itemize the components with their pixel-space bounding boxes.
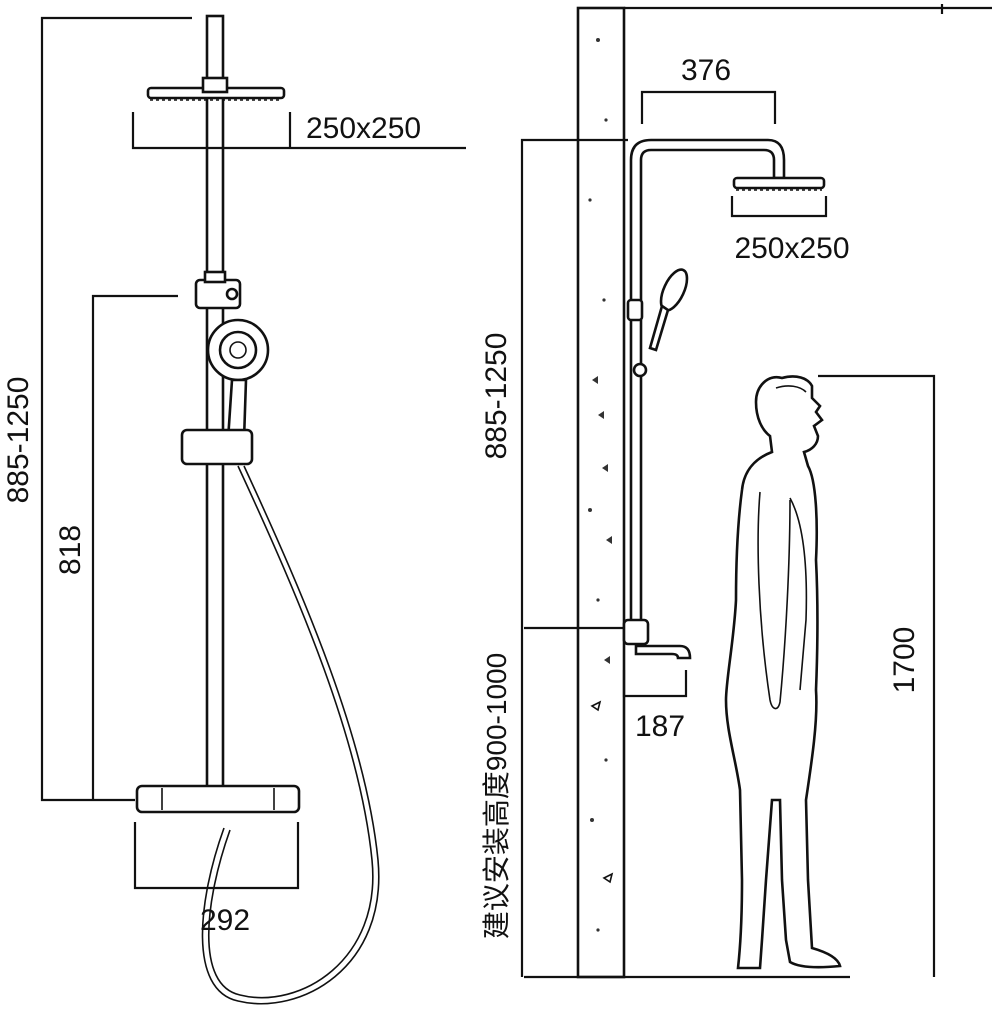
head-size-label-front: 250x250 [306, 112, 421, 145]
shower-hose [208, 465, 374, 999]
install-height-dimension [520, 626, 634, 977]
install-height-note: 建议安装高度900-1000 [481, 653, 512, 939]
mixer-width-dimension [133, 822, 300, 890]
hand-shower-holder [180, 428, 254, 466]
hand-shower [206, 318, 270, 442]
side-hand-shower [626, 268, 689, 378]
arm-reach-dimension [640, 90, 777, 124]
diverter-height-label: 818 [54, 525, 87, 575]
overhead-shower-head [146, 76, 286, 101]
person-silhouette [724, 375, 842, 970]
head-size-dimension-side [730, 196, 828, 218]
diverter-height-dimension [91, 294, 178, 800]
front-view: 885-1250 818 250x250 [2, 14, 466, 1005]
diverter-block [194, 270, 242, 310]
total-height-label-left: 885-1250 [2, 377, 35, 504]
total-height-dimension-left [40, 16, 192, 802]
mixer-bar [135, 784, 301, 814]
mixer-width-label: 292 [200, 904, 250, 937]
arm-reach-label: 376 [681, 54, 731, 87]
person-height-label: 1700 [888, 627, 921, 694]
spout-reach-label: 187 [635, 710, 685, 743]
head-size-dimension-front [131, 112, 466, 150]
side-overhead-shower-head [732, 176, 826, 191]
total-height-dimension-side [520, 138, 628, 628]
wall-texture [588, 38, 614, 932]
spout-reach-dimension [622, 670, 688, 698]
side-mixer-spout [622, 618, 692, 660]
wall-section [576, 6, 626, 979]
side-view: 250x250 376 885-1250 建议安装高度900-1000 [480, 4, 992, 979]
total-height-label-side: 885-1250 [480, 333, 513, 460]
person-height-dimension [818, 374, 936, 977]
riser-pipe [205, 14, 225, 794]
head-size-label-side: 250x250 [734, 232, 849, 265]
